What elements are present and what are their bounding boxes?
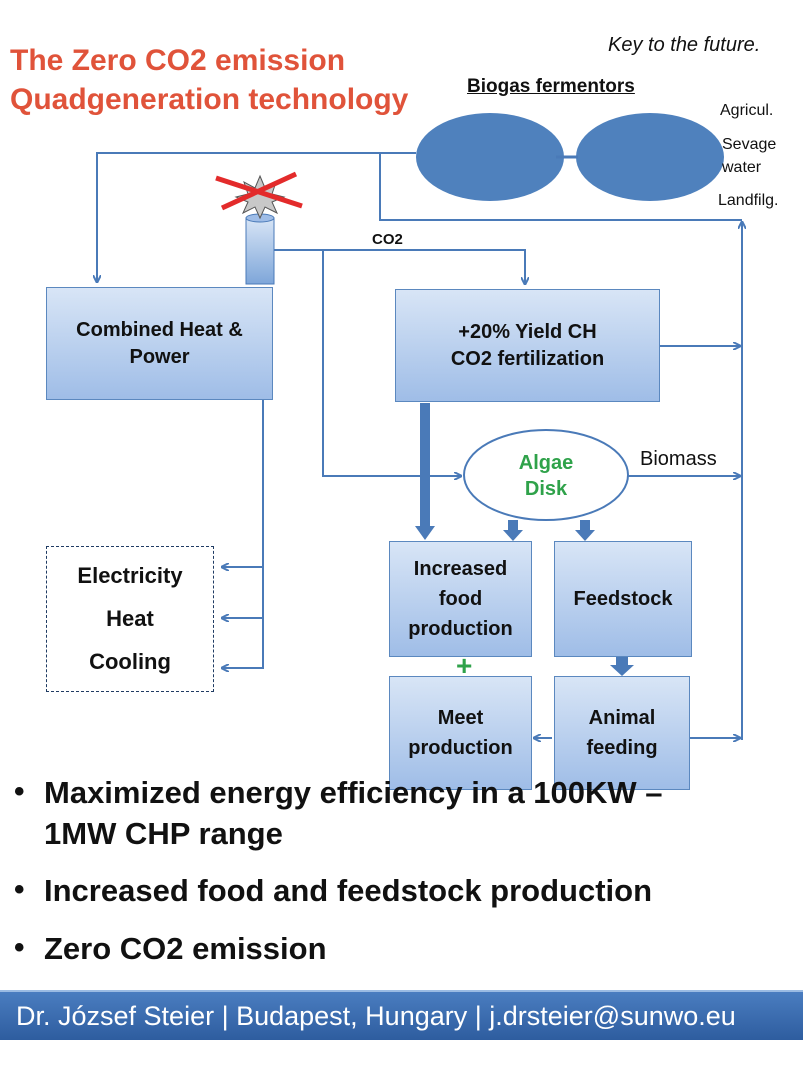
chp-box-line-1: Combined Heat & — [76, 318, 243, 341]
footer-bar: Dr. József Steier | Budapest, Hungary | … — [0, 990, 803, 1040]
algae-to-feedstock-stem — [580, 520, 590, 530]
line-co2-to-greenhouse — [274, 249, 525, 284]
algae-disk-label: Algae Disk — [486, 450, 606, 502]
tagline: Key to the future. — [608, 34, 761, 56]
biomass-label: Biomass — [640, 448, 717, 470]
food-box-line-3: production — [408, 618, 513, 640]
source-sewage: Sevage — [722, 136, 777, 153]
animal-box-line-2: feeding — [586, 737, 658, 759]
title-line-1: The Zero CO2 emission — [10, 44, 346, 77]
title-line-2: Quadgeneration technology — [10, 83, 409, 116]
source-water: water — [722, 159, 762, 176]
source-landfill: Landfilg. — [718, 192, 779, 209]
meat-box-line-1: Meet — [437, 707, 484, 729]
greenhouse-box-line-2: CO2 fertilization — [450, 347, 605, 370]
chimney — [245, 217, 275, 285]
chp-box: Combined Heat & Power — [46, 287, 273, 400]
arrow-head-animal — [610, 665, 634, 676]
arrow-head-food — [415, 526, 435, 540]
greenhouse-box: +20% Yield CH CO2 fertilization — [395, 289, 660, 402]
food-box-line-2: food — [438, 588, 483, 610]
fermentor-tank-left — [416, 113, 564, 201]
output-cooling: Cooling — [89, 648, 171, 674]
chp-box-line-2: Power — [129, 345, 190, 368]
feedstock-box: Feedstock — [554, 541, 692, 657]
line-fermentor-to-bus — [379, 153, 742, 221]
algae-disk-line-2: Disk — [524, 478, 568, 500]
meat-box-line-2: production — [408, 737, 513, 759]
co2-label: CO2 — [372, 231, 403, 248]
bullet-item: Maximized energy efficiency in a 100KW –… — [10, 772, 734, 854]
bullet-item: Increased food and feedstock production — [10, 870, 800, 911]
diagram-wiring — [0, 113, 803, 800]
line-chp-down — [222, 400, 264, 668]
arrow-head-algae-food — [503, 530, 523, 541]
line-co2-to-algae — [322, 250, 461, 476]
greenhouse-box-line-1: +20% Yield CH — [458, 320, 597, 343]
bullet-list: Maximized energy efficiency in a 100KW –… — [10, 772, 800, 985]
animal-box-line-1: Animal — [588, 707, 656, 729]
output-heat: Heat — [106, 605, 154, 631]
feedstock-to-animal-stem — [616, 656, 628, 666]
source-agricultural: Agricul. — [720, 102, 774, 119]
output-electricity: Electricity — [77, 563, 183, 589]
fermentors-title: Biogas fermentors — [467, 76, 635, 97]
bullet-item: Zero CO2 emission — [10, 928, 800, 969]
algae-disk-line-1: Algae — [518, 452, 574, 474]
algae-to-food-stem — [508, 520, 518, 530]
line-fermentor-to-chp — [97, 152, 416, 282]
arrow-head-algae-feedstock — [575, 530, 595, 541]
feedstock-box-line-1: Feedstock — [573, 587, 673, 610]
food-box-line-1: Increased — [413, 558, 508, 580]
plus-sign: + — [456, 650, 473, 681]
meat-production-box: Meet production — [389, 676, 532, 790]
outputs-box: Electricity Heat Cooling — [46, 546, 214, 692]
food-production-box: Increased food production — [389, 541, 532, 657]
fermentor-tank-right — [576, 113, 724, 201]
footer-text: Dr. József Steier | Budapest, Hungary | … — [16, 1000, 736, 1031]
cross-out-icon-2 — [220, 171, 298, 211]
